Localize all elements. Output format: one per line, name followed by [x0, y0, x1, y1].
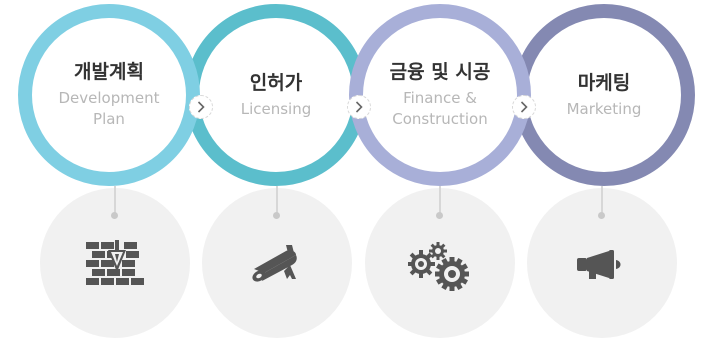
connector-line	[601, 186, 603, 216]
brick-wall-trowel-icon	[86, 240, 144, 285]
step-circle-marketing: 마케팅 Marketing	[513, 4, 695, 186]
step-title: 개발계획	[74, 61, 144, 83]
step-subtitle-line: Licensing	[240, 99, 312, 118]
step-title: 마케팅	[577, 71, 631, 94]
connector-dot	[111, 212, 118, 219]
connector-dot	[598, 212, 605, 219]
connector-line	[439, 186, 441, 216]
chevron-right-icon	[512, 95, 536, 119]
connector-line	[276, 186, 278, 216]
step-subtitle-line: Development	[58, 89, 160, 107]
connector-dot	[436, 212, 443, 219]
megaphone-icon	[577, 250, 621, 279]
step-circle-finance: 금융 및 시공 Finance & Construction	[349, 4, 531, 186]
step-subtitle-line: Construction	[392, 110, 488, 128]
chevron-right-icon	[347, 95, 371, 119]
chevron-right-icon	[189, 95, 213, 119]
connector-line	[114, 186, 116, 216]
step-circle-development: 개발계획 Development Plan	[18, 4, 200, 186]
step-subtitle-line: Marketing	[566, 99, 642, 118]
gears-icon	[408, 242, 469, 291]
step-subtitle-line: Finance &	[403, 89, 477, 107]
step-title: 금융 및 시공	[389, 61, 491, 83]
connector-dot	[273, 212, 280, 219]
step-title: 인허가	[249, 71, 303, 94]
step-subtitle: Licensing	[241, 99, 312, 120]
step-subtitle-line: Plan	[93, 110, 125, 128]
rolled-diploma-icon	[252, 245, 297, 282]
step-subtitle: Development Plan	[59, 88, 160, 130]
step-subtitle: Marketing	[567, 99, 642, 120]
step-circle-licensing: 인허가 Licensing	[185, 4, 367, 186]
step-subtitle: Finance & Construction	[392, 88, 488, 130]
